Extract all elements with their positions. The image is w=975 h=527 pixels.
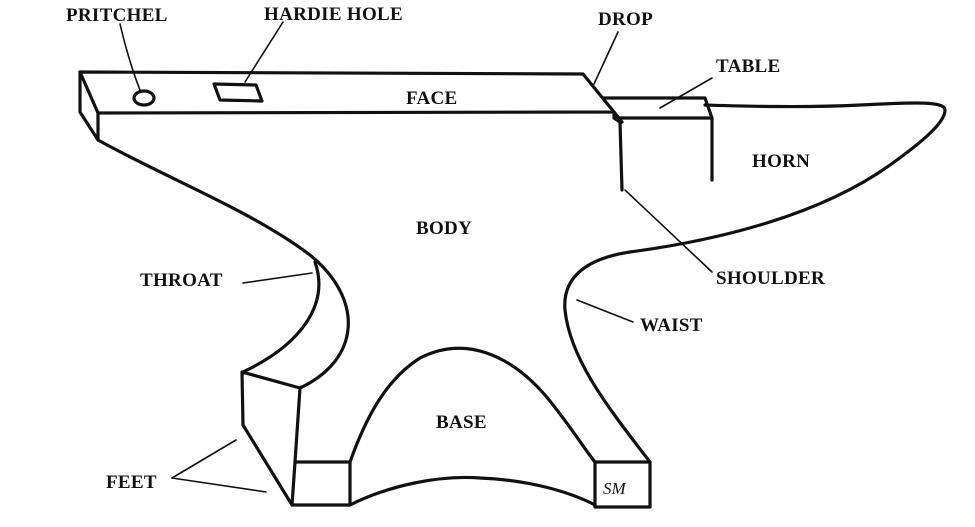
label-drop: DROP [598, 9, 653, 30]
anvil-face-top [78, 70, 616, 115]
label-feet: FEET [106, 472, 157, 493]
hardie-hole [212, 82, 264, 103]
anvil-throat-curve [241, 260, 321, 374]
leader-throat [242, 272, 313, 284]
leader-pritchel [119, 23, 141, 91]
leader-feet-upper [171, 439, 237, 479]
anvil-base-bottom [348, 475, 597, 507]
label-base: BASE [436, 412, 487, 433]
leader-drop [593, 31, 619, 85]
anvil-body-right [563, 101, 947, 464]
anvil-body-left [96, 138, 350, 464]
pritchel-hole [132, 89, 156, 107]
label-table: TABLE [716, 56, 781, 77]
anvil-base-arch [348, 346, 597, 464]
leader-table [659, 77, 713, 109]
label-horn: HORN [752, 151, 810, 172]
label-face: FACE [406, 88, 458, 109]
label-pritchel: PRITCHEL [66, 5, 168, 26]
signature: SM [603, 479, 627, 498]
leader-waist [576, 299, 634, 323]
leader-hardie-hole [244, 21, 284, 83]
anvil-table [601, 96, 714, 192]
label-body: BODY [416, 218, 472, 239]
label-shoulder: SHOULDER [716, 268, 825, 289]
leader-shoulder [624, 189, 713, 273]
label-hardie-hole: HARDIE HOLE [264, 4, 403, 25]
anvil-heel-end [78, 70, 100, 142]
label-throat: THROAT [140, 270, 223, 291]
leader-feet-lower [171, 477, 267, 493]
anvil-body-edge [612, 110, 624, 124]
anvil-right-foot [593, 460, 652, 509]
label-waist: WAIST [640, 315, 703, 336]
